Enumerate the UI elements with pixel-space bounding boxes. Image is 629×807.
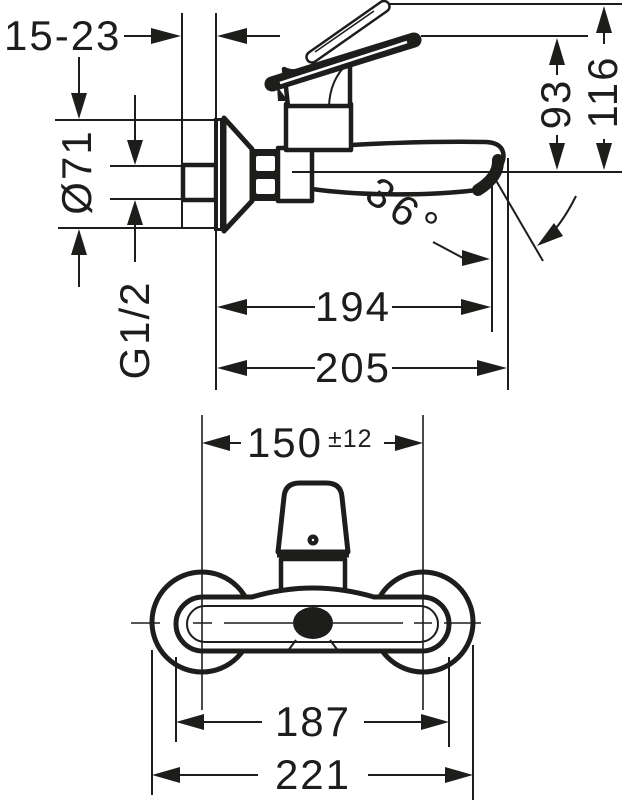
spout-outlet-face xyxy=(472,154,505,196)
arrowhead xyxy=(202,435,230,451)
arrowhead xyxy=(217,360,247,376)
center-lines xyxy=(131,415,481,710)
union-nut-facet-bottom xyxy=(256,179,275,194)
handle-screw-center xyxy=(311,538,315,542)
outlet-tick-right xyxy=(329,639,340,653)
lever-raised-outline xyxy=(305,0,391,64)
arrowhead xyxy=(71,93,87,119)
spout xyxy=(311,139,506,197)
faucet-side-profile xyxy=(180,0,622,234)
lever-handle-front xyxy=(275,480,351,555)
spout-outlet-front xyxy=(293,607,333,639)
arrowhead xyxy=(549,38,565,65)
front-view: 150 ±12 187 221 xyxy=(131,415,481,800)
arrowhead xyxy=(176,714,204,730)
arrowhead xyxy=(596,143,612,170)
supply-nipple xyxy=(180,162,219,203)
arrowhead xyxy=(462,250,490,266)
arrowhead xyxy=(217,28,247,44)
dimension-wall-depth: 15-23 xyxy=(4,12,280,59)
dim-max-height-label: 116 xyxy=(579,56,626,129)
lever-pivot xyxy=(277,86,288,101)
dim-handle-height-label: 93 xyxy=(532,79,579,130)
arrowhead xyxy=(421,714,449,730)
mixer-body xyxy=(275,145,315,204)
dim-spout-reach-label: 194 xyxy=(315,283,391,330)
arrowhead xyxy=(477,360,507,376)
arrowhead xyxy=(217,299,247,315)
leader-line xyxy=(432,241,464,259)
dim-wall-depth-label: 15-23 xyxy=(4,12,121,59)
arrowhead xyxy=(549,143,565,170)
dimension-escutcheon-diameter: Ø71 xyxy=(53,57,100,287)
dimension-body-width: 187 xyxy=(175,657,450,747)
arrowhead xyxy=(395,435,423,451)
arrowhead xyxy=(127,140,143,165)
angle-line xyxy=(493,176,544,262)
arrowhead xyxy=(71,229,87,255)
arrowhead xyxy=(596,6,612,33)
union-nut-facet-top xyxy=(256,156,275,171)
arrowhead xyxy=(151,28,181,44)
dimension-thread-size: G1/2 xyxy=(111,95,158,380)
cartridge-housing xyxy=(283,101,354,153)
dim-thread-label: G1/2 xyxy=(111,280,158,379)
dimension-spout-reach: 194 xyxy=(217,283,491,330)
escutcheon-cone xyxy=(221,115,255,234)
dim-overall-width-label: 221 xyxy=(275,751,351,798)
dimension-max-height: 116 xyxy=(579,6,626,170)
dim-diameter-label: Ø71 xyxy=(53,129,100,214)
dim-total-depth-label: 205 xyxy=(315,344,391,391)
arrowhead xyxy=(152,767,180,783)
arrowhead xyxy=(127,200,143,225)
faucet-front-profile xyxy=(131,415,481,710)
dimension-connection-centers: 150 ±12 xyxy=(202,419,423,466)
arrowhead xyxy=(461,299,491,315)
lever-raised-inner-line xyxy=(314,10,375,53)
side-view: 15-23 Ø71 G1/2 93 xyxy=(4,0,626,391)
arrowhead xyxy=(537,223,563,246)
dimension-handle-height: 93 xyxy=(532,38,579,170)
dimension-overall-width: 221 xyxy=(151,645,474,800)
body-bar-inner-line xyxy=(186,605,439,643)
dim-centers-tolerance-label: ±12 xyxy=(328,425,373,453)
dim-body-width-label: 187 xyxy=(275,698,351,745)
outlet-tick-left xyxy=(286,639,297,653)
dimension-total-depth: 205 xyxy=(217,158,509,391)
dim-centers-label: 150 xyxy=(247,419,323,466)
arrowhead xyxy=(445,767,473,783)
lever-blade-highlight xyxy=(279,40,408,85)
